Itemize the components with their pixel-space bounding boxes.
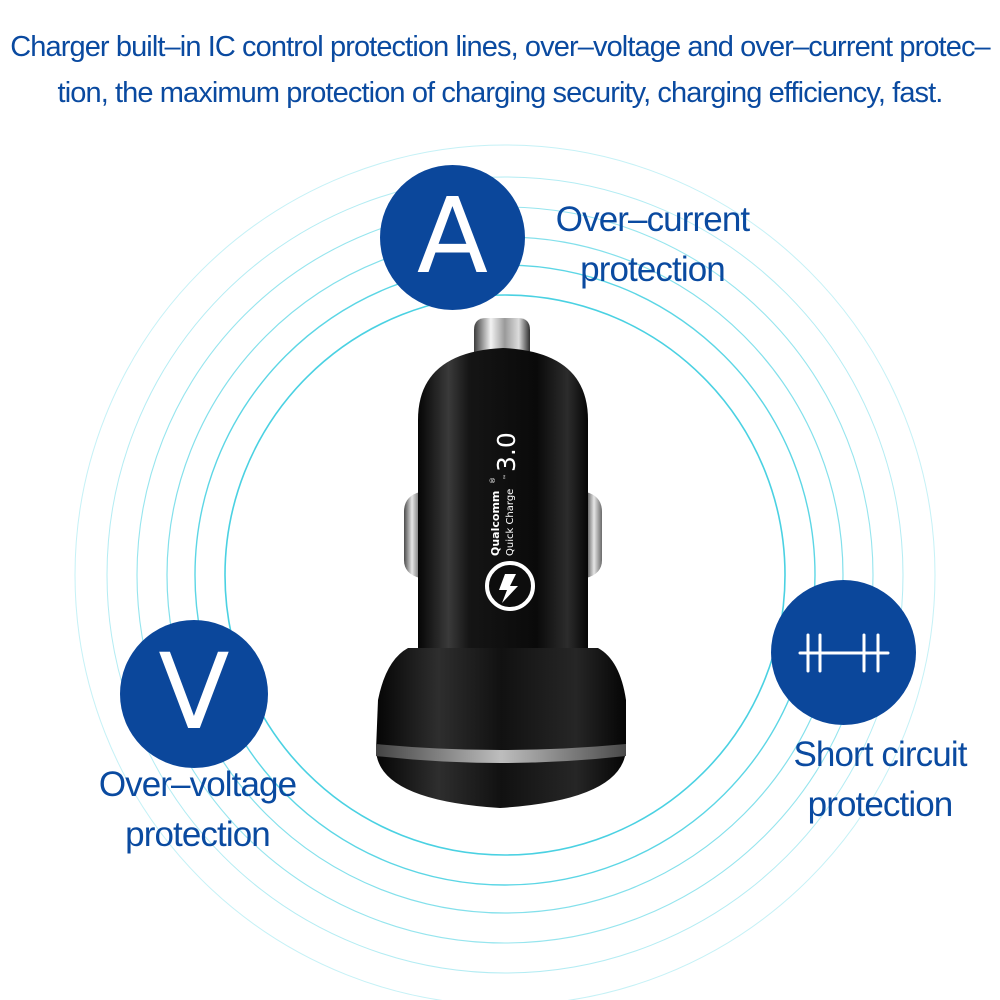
charger-right-clip xyxy=(586,492,602,578)
ring-1 xyxy=(224,294,786,856)
over-voltage-caption: Over–voltage protection xyxy=(70,760,325,860)
charger-left-clip xyxy=(404,492,420,578)
headline: Charger built–in IC control protection l… xyxy=(0,24,1000,116)
over-voltage-badge: V xyxy=(120,620,268,768)
volt-icon: V xyxy=(158,631,230,753)
brand-registered-mark: ® xyxy=(489,477,497,484)
ring-6 xyxy=(74,144,936,1000)
car-charger-image: Qualcomm ® Quick Charge ™ 3.0 xyxy=(376,318,626,808)
headline-line-2: tion, the maximum protection of charging… xyxy=(57,77,944,109)
short-circuit-icon xyxy=(798,633,889,672)
charger-base xyxy=(376,648,626,808)
over-current-caption-line-2: protection xyxy=(580,250,726,289)
brand-name: Qualcomm xyxy=(489,491,502,556)
product-line-name: Quick Charge xyxy=(505,489,516,556)
over-current-caption-line-1: Over–current xyxy=(555,200,750,239)
ampere-icon: A xyxy=(416,174,489,297)
charger-body xyxy=(418,348,588,650)
over-current-caption: Over–current protection xyxy=(530,195,775,295)
ring-5 xyxy=(106,176,904,974)
over-current-badge: A xyxy=(380,165,525,310)
quick-charge-logo-icon xyxy=(485,561,535,611)
short-circuit-caption: Short circuit protection xyxy=(765,730,995,830)
headline-line-1: Charger built–in IC control protection l… xyxy=(10,31,990,63)
over-voltage-caption-line-2: protection xyxy=(125,815,271,854)
short-circuit-caption-line-1: Short circuit xyxy=(793,735,967,774)
short-circuit-badge xyxy=(771,580,916,725)
charger-silver-band xyxy=(376,744,626,763)
over-voltage-caption-line-1: Over–voltage xyxy=(98,765,297,804)
product-trademark: ™ xyxy=(503,474,510,480)
short-circuit-caption-line-2: protection xyxy=(807,785,954,824)
product-version: 3.0 xyxy=(492,432,521,472)
charger-brand-text: Qualcomm ® Quick Charge ™ 3.0 xyxy=(489,432,521,556)
